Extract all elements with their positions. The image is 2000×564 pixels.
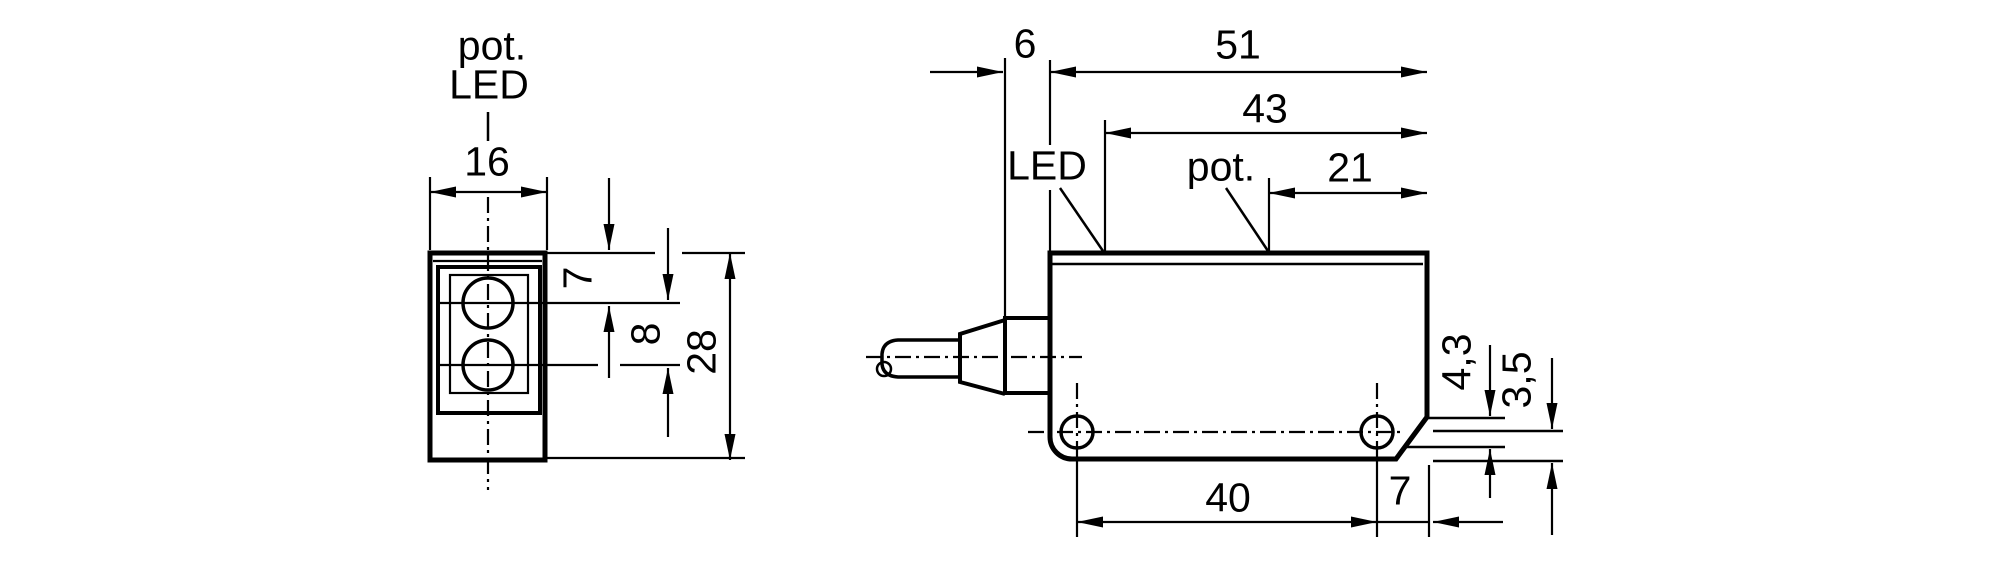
side-pot-label: pot. [1186, 143, 1256, 190]
cable-gland-block [1003, 316, 1050, 395]
front-led-label: LED [449, 61, 529, 108]
side-protrusion-dim: 6 [1013, 20, 1037, 67]
side-hole-spacing-dim: 40 [1205, 474, 1251, 521]
side-pot-offset-dim: 21 [1327, 144, 1373, 191]
side-slot-width-dim: 3,5 [1493, 351, 1540, 409]
front-lens-spacing-dim: 8 [622, 322, 669, 346]
cable [880, 338, 960, 379]
front-pot-label: pot. [457, 22, 527, 69]
side-body-outline [1047, 250, 1430, 462]
side-led-label: LED [1007, 142, 1087, 189]
front-view [427, 112, 745, 490]
front-height-dim: 28 [678, 329, 725, 375]
side-upper-length-dim: 43 [1242, 85, 1288, 132]
front-width-dim: 16 [464, 138, 510, 185]
side-hole-edge-dim: 7 [1388, 467, 1412, 514]
side-length-dim: 51 [1215, 21, 1261, 68]
cable-end-tip [875, 360, 893, 378]
side-led-leader [1058, 187, 1105, 252]
side-slot-depth-dim: 4,3 [1433, 333, 1480, 391]
front-lens-offset-dim: 7 [554, 266, 601, 290]
side-view [866, 58, 1563, 537]
side-pot-leader [1224, 187, 1270, 252]
